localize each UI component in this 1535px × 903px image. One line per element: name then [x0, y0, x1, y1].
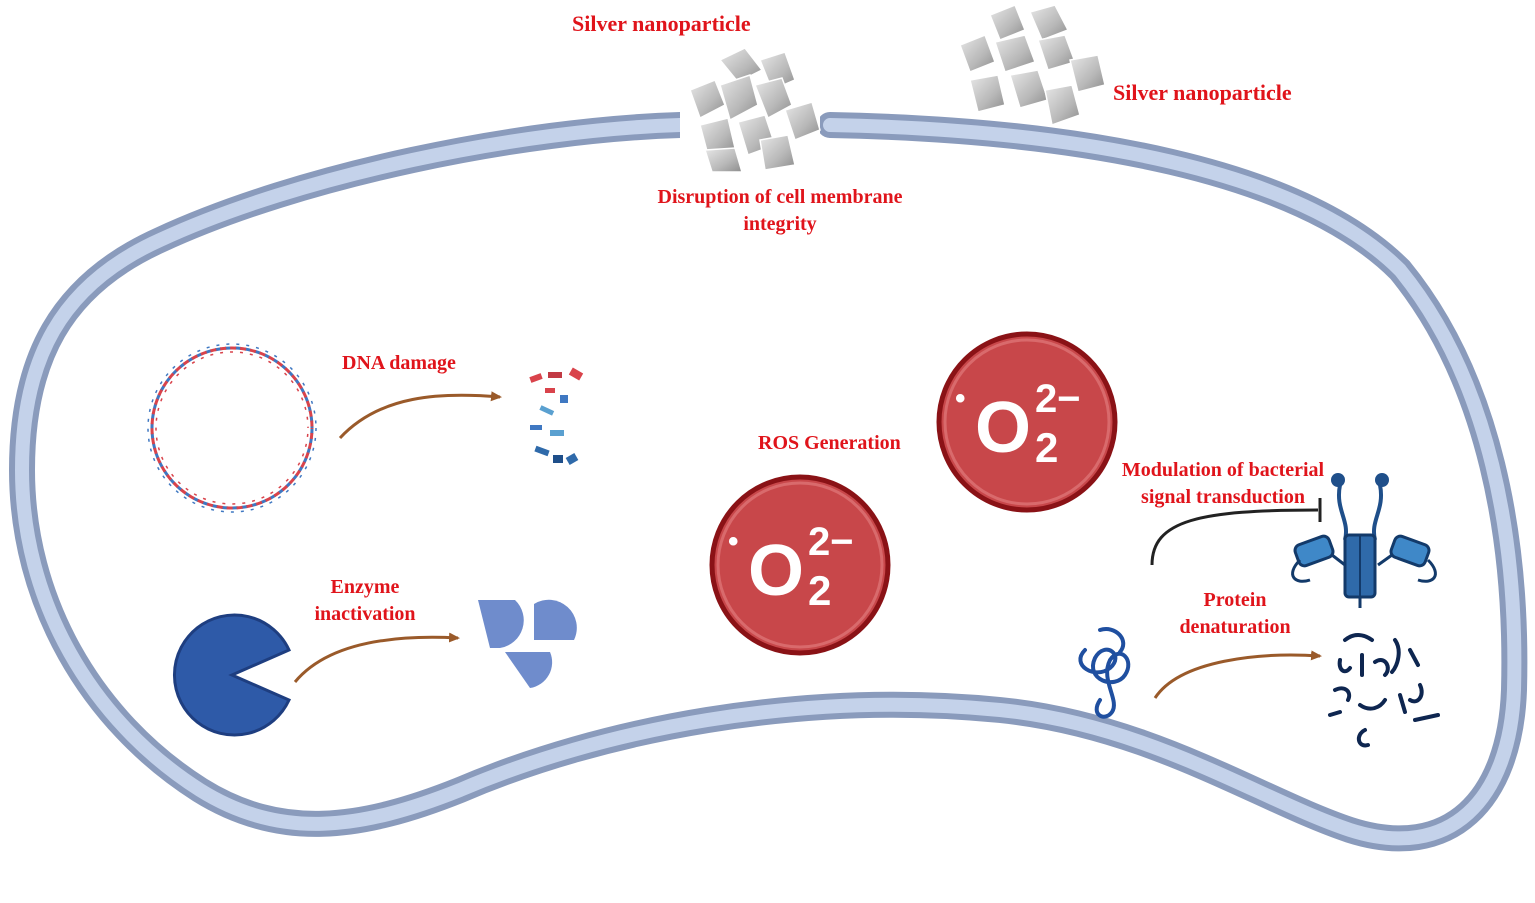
protein-label-line2: denaturation — [1179, 616, 1291, 638]
superoxide-radical-icon: • O 2 2− — [936, 331, 1118, 513]
silver-nanoparticle-label-right: Silver nanoparticle — [1113, 80, 1292, 105]
enzyme-label-line1: Enzyme — [330, 576, 400, 598]
membrane-receptor-icon — [1291, 473, 1437, 608]
superoxide-radical-icon: • O 2 2− — [709, 474, 891, 656]
membrane-label-line1: Disruption of cell membrane — [657, 186, 903, 208]
silver-nanoparticle-cluster-icon — [680, 47, 821, 173]
cell-membrane — [8, 112, 1528, 852]
ros-generation-label: ROS Generation — [758, 432, 901, 454]
signal-label-line1: Modulation of bacterial — [1121, 459, 1325, 481]
dna-damage-label: DNA damage — [342, 352, 456, 374]
membrane-disruption-label: Disruption of cell membrane integrity — [630, 184, 930, 238]
signal-label-line2: signal transduction — [1141, 486, 1305, 508]
dna-plasmid-icon — [147, 343, 317, 513]
membrane-label-line2: integrity — [743, 213, 817, 235]
silver-nanoparticle-cluster-icon — [959, 4, 1106, 126]
svg-text:2−: 2− — [1035, 377, 1081, 421]
enzyme-label-line2: inactivation — [314, 603, 416, 625]
svg-text:•: • — [728, 525, 739, 558]
protein-denaturation-arrow — [1153, 650, 1322, 699]
enzyme-inactivation-label: Enzyme inactivation — [290, 574, 440, 628]
denatured-protein-icon — [1328, 633, 1440, 748]
enzyme-pacman-icon — [173, 613, 292, 737]
svg-text:•: • — [955, 382, 966, 415]
svg-text:O: O — [975, 388, 1031, 468]
inactivated-enzyme-icon — [478, 599, 577, 688]
signal-inhibition-line — [1150, 508, 1319, 566]
signal-transduction-label: Modulation of bacterial signal transduct… — [1103, 457, 1343, 511]
protein-denaturation-label: Protein denaturation — [1165, 587, 1305, 641]
silver-nanoparticle-label-top: Silver nanoparticle — [572, 11, 751, 36]
enzyme-inactivation-arrow — [293, 632, 460, 683]
folded-protein-icon — [1078, 627, 1131, 719]
svg-text:2: 2 — [1035, 424, 1058, 471]
svg-text:O: O — [748, 531, 804, 611]
svg-text:2−: 2− — [808, 520, 854, 564]
protein-label-line1: Protein — [1203, 589, 1267, 611]
svg-text:2: 2 — [808, 567, 831, 614]
dna-fragments-icon — [529, 367, 584, 465]
dna-damage-arrow — [338, 391, 502, 440]
